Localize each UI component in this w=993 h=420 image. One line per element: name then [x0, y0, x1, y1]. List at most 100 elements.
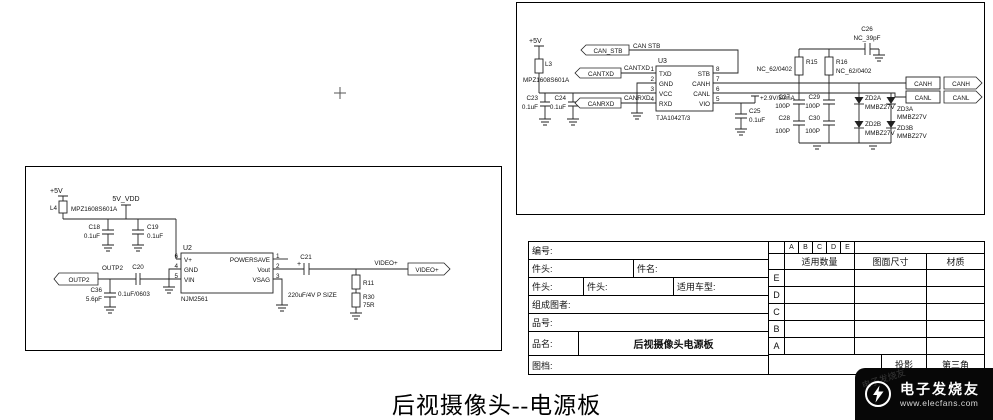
r16-value: NC_62/0402: [836, 68, 872, 75]
r11-ref: R11: [363, 280, 375, 287]
resistor-r16: R16 NC_62/0402: [824, 49, 872, 93]
tb-rev-strip-e: E: [841, 242, 855, 253]
tb-empty-cell: [855, 242, 984, 253]
tb-label-number: 编号:: [532, 246, 553, 256]
port-canh-label: CANH: [952, 81, 970, 88]
tb-label-vehicle: 适用车型:: [677, 282, 716, 292]
net-cantxd: CANTXD: [624, 65, 650, 72]
port-cantxd-label: CANTXD: [588, 71, 614, 78]
tb-label-product-no: 品号:: [532, 318, 553, 328]
tb-rev-row-b-label: B: [773, 324, 780, 334]
video-circuit-schematic: +5V L4 MPZ1608S601A 5V_VDD C18 0.1uF: [50, 188, 451, 320]
c18-ref: C18: [88, 224, 100, 231]
tb-cell-drawing-file: 图档:: [529, 356, 768, 374]
l3-value: MPZ1608S601A: [523, 77, 570, 84]
port-can-stb-label: CAN_STB: [593, 48, 622, 55]
capacitor-c20: C20 0.1uF/0603: [118, 264, 181, 298]
watermark-brand: 电子发烧友: [900, 380, 980, 397]
u3-pin-gnd: GND: [659, 81, 673, 88]
zd3b-ref: ZD3B: [897, 125, 913, 132]
zd2b-ref: ZD2B: [865, 121, 881, 128]
ferrite-bead-l3: L3 MPZ1608S601A: [523, 58, 570, 93]
tb-empty-cell: [785, 304, 855, 320]
tb-empty-cell: [769, 355, 882, 374]
vdd-rail-label: 5V_VDD: [112, 196, 139, 203]
tb-cell-product-name-value: 后视摄像头电源板: [579, 332, 768, 355]
r15-ref: R15: [806, 59, 818, 66]
u2-pin-num-4: 4: [174, 263, 178, 270]
port-canrxd: CANRXD: [574, 97, 622, 109]
ground-symbol: [566, 118, 580, 126]
net-box-canh: CANH: [905, 76, 941, 90]
c28-value: 100P: [775, 128, 790, 135]
tb-rev-strip-a-label: A: [789, 244, 794, 251]
port-video-label: VIDEO+: [415, 267, 439, 274]
resistor-r15: R15 NC_62/0402: [757, 49, 818, 83]
u2-gnd-wire: [162, 268, 181, 294]
c21-value: 220uF/4V P SIZE: [288, 292, 337, 299]
u2-pin-num-2: 2: [276, 263, 280, 270]
zener-zd2-column: ZD2A MMBZ27V ZD2B MMBZ27V: [853, 83, 896, 143]
tb-cell-part-head: 件头:: [529, 260, 634, 277]
title-block-left: 编号: 件头: 件名: 件头: 件头: 适用车型: 组成图者: 品号: 品名: …: [529, 242, 769, 374]
tb-rev-row-c-label: C: [773, 307, 780, 317]
u2-pin-powersave: POWERSAVE: [230, 257, 270, 264]
net-video: VIDEO+: [374, 260, 398, 267]
ground-symbol: [349, 312, 363, 320]
supply-5v-label: +5V: [50, 188, 63, 195]
tb-rev-strip-e-label: E: [845, 244, 850, 251]
u2-pin-num-1: 1: [276, 253, 280, 260]
zd2a-value: MMBZ27V: [865, 104, 896, 111]
title-block-right: A B C D E 适用数量 图面尺寸 材质 E D: [769, 242, 984, 374]
c25-ref: C25: [749, 108, 761, 115]
stb-wire: [629, 49, 739, 74]
video-circuit-panel: +5V L4 MPZ1608S601A 5V_VDD C18 0.1uF: [25, 166, 502, 351]
capacitor-c29-c30-column: C29 100P C30 100P: [805, 93, 835, 143]
tb-cell-product-no: 品号:: [529, 314, 768, 331]
u3-pin-num-3: 3: [650, 86, 654, 93]
zd3a-ref: ZD3A: [897, 106, 914, 113]
c18-value: 0.1uF: [84, 233, 100, 240]
tb-empty-cell: [855, 304, 927, 320]
supply-5v: +5V: [529, 38, 544, 59]
zd2b-value: MMBZ27V: [865, 130, 896, 137]
capacitor-c19: C19 0.1uF: [131, 219, 163, 252]
u2-pin-vsag: VSAG: [253, 277, 271, 284]
tb-empty-cell: [769, 242, 785, 253]
tb-rev-row-e: E: [769, 270, 785, 286]
port-video: VIDEO+: [407, 262, 451, 276]
c23-value: 0.1uF: [522, 104, 538, 111]
can-circuit-schematic: +5V L3 MPZ1608S601A C23 0.1uF C24 0.: [522, 26, 983, 150]
tb-cell-part-name: 件名:: [634, 260, 768, 277]
tb-rev-row-a: A: [769, 338, 785, 354]
tb-col-size-label: 图面尺寸: [872, 257, 909, 267]
c20-value: 0.1uF/0603: [118, 291, 150, 298]
u2-pin-vout: Vout: [257, 267, 270, 274]
watermark: 电子发烧友 电子发烧友 www.elecfans.com: [855, 368, 993, 420]
tb-cell-third-angle: 第三角: [927, 355, 984, 374]
port-canrxd-label: CANRXD: [588, 101, 615, 108]
ground-symbol: [866, 142, 880, 150]
zd3a-value: MMBZ27V: [897, 114, 928, 121]
c30-ref: C30: [808, 115, 820, 122]
u3-pin-num-5: 5: [716, 96, 720, 103]
port-canh: CANH: [943, 76, 983, 90]
tb-label-drawing-file: 图档:: [532, 360, 553, 371]
tb-label-part-name: 件名:: [637, 264, 658, 274]
net-box-canl: CANL: [905, 90, 941, 104]
tb-empty-cell: [769, 254, 785, 269]
tb-rev-strip-b-label: B: [803, 244, 808, 251]
c29-value: 100P: [805, 103, 820, 110]
ic-u3-tja1042: U3 TJA1042T/3 TXD GND VCC RXD STB CANH C…: [650, 58, 720, 122]
c29-ref: C29: [808, 94, 820, 101]
u2-value: NJM2561: [181, 296, 208, 303]
tb-cell-projection: 投影: [882, 355, 927, 374]
tb-rev-row-d-label: D: [773, 290, 780, 300]
u3-pin-num-4: 4: [650, 96, 654, 103]
resistor-r11-r30-column: R11 R30 75R: [349, 269, 375, 320]
tb-empty-cell: [927, 287, 984, 303]
u3-pin-num-1: 1: [650, 66, 654, 73]
tb-rev-strip-d-label: D: [830, 244, 837, 251]
tb-empty-cell: [855, 321, 927, 337]
u3-ref: U3: [658, 58, 667, 65]
